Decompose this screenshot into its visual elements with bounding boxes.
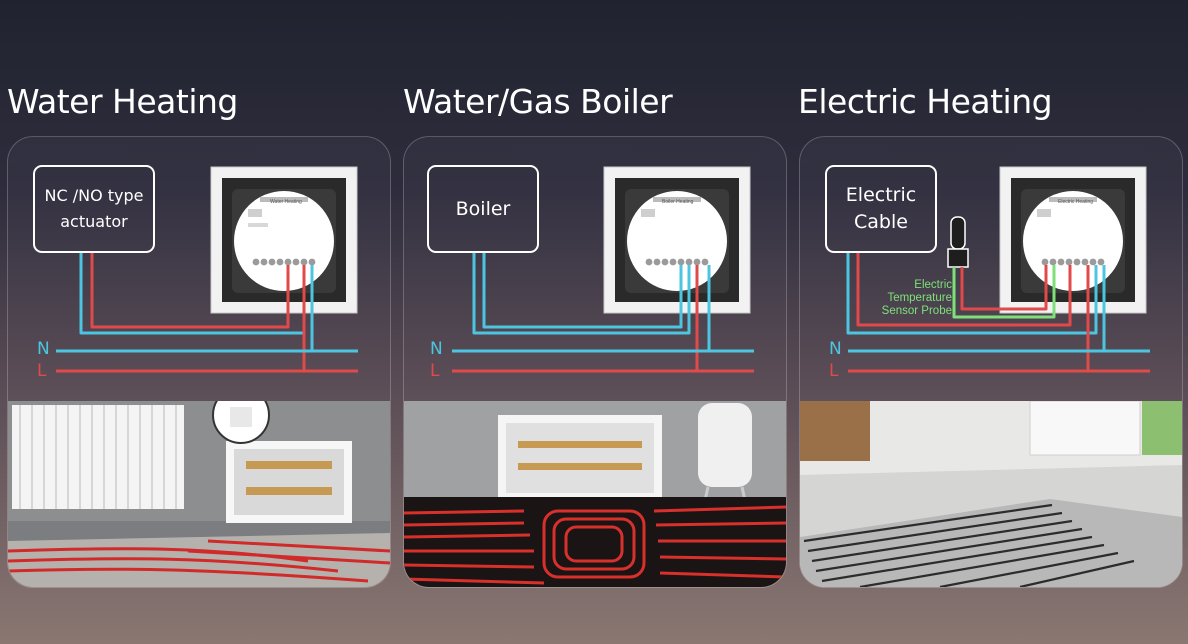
live-label: L [430, 361, 440, 381]
thermostat-icon [210, 166, 358, 314]
panel-electric-heating: Electric Heating Electric Cable Electric… [799, 136, 1183, 588]
electric-cable-box: Electric Cable [825, 165, 937, 253]
live-label: L [829, 361, 839, 381]
panel-water-heating: Water Heating NC /NO type actuator N L [7, 136, 391, 588]
wiring-diagram: Boiler Heating [452, 166, 754, 373]
thermostat-label: Boiler Heating [662, 199, 694, 205]
actuator-box: NC /NO type actuator [33, 165, 155, 253]
neutral-label: N [829, 339, 842, 359]
panel-title-water-heating: Water Heating [7, 82, 238, 121]
thermostat-icon [603, 166, 751, 314]
neutral-label: N [37, 339, 50, 359]
thermostat-icon [999, 166, 1147, 314]
panel-boiler: Boiler Heating Boiler N L [403, 136, 787, 588]
wiring-diagram: Electric Heating [846, 166, 1150, 373]
thermostat-label: Electric Heating [1058, 199, 1093, 205]
live-label: L [37, 361, 47, 381]
electric-heating-photo [800, 401, 1182, 587]
sensor-probe-label: Electric Temperature Sensor Probe [881, 279, 952, 317]
temperature-probe-icon [947, 216, 969, 268]
radiator-icon [12, 405, 184, 509]
panel-title-electric-heating: Electric Heating [798, 82, 1053, 121]
manifold-box-icon [498, 415, 662, 501]
neutral-label: N [430, 339, 443, 359]
cabinet-icon [800, 401, 870, 461]
water-heating-photo [8, 401, 390, 587]
panel-title-boiler: Water/Gas Boiler [403, 82, 673, 121]
manifold-box-icon [226, 441, 352, 523]
wiring-diagram: Water Heating [56, 166, 358, 373]
boiler-box: Boiler [427, 165, 539, 253]
thermostat-label: Water Heating [270, 199, 302, 205]
boiler-photo [404, 401, 786, 587]
